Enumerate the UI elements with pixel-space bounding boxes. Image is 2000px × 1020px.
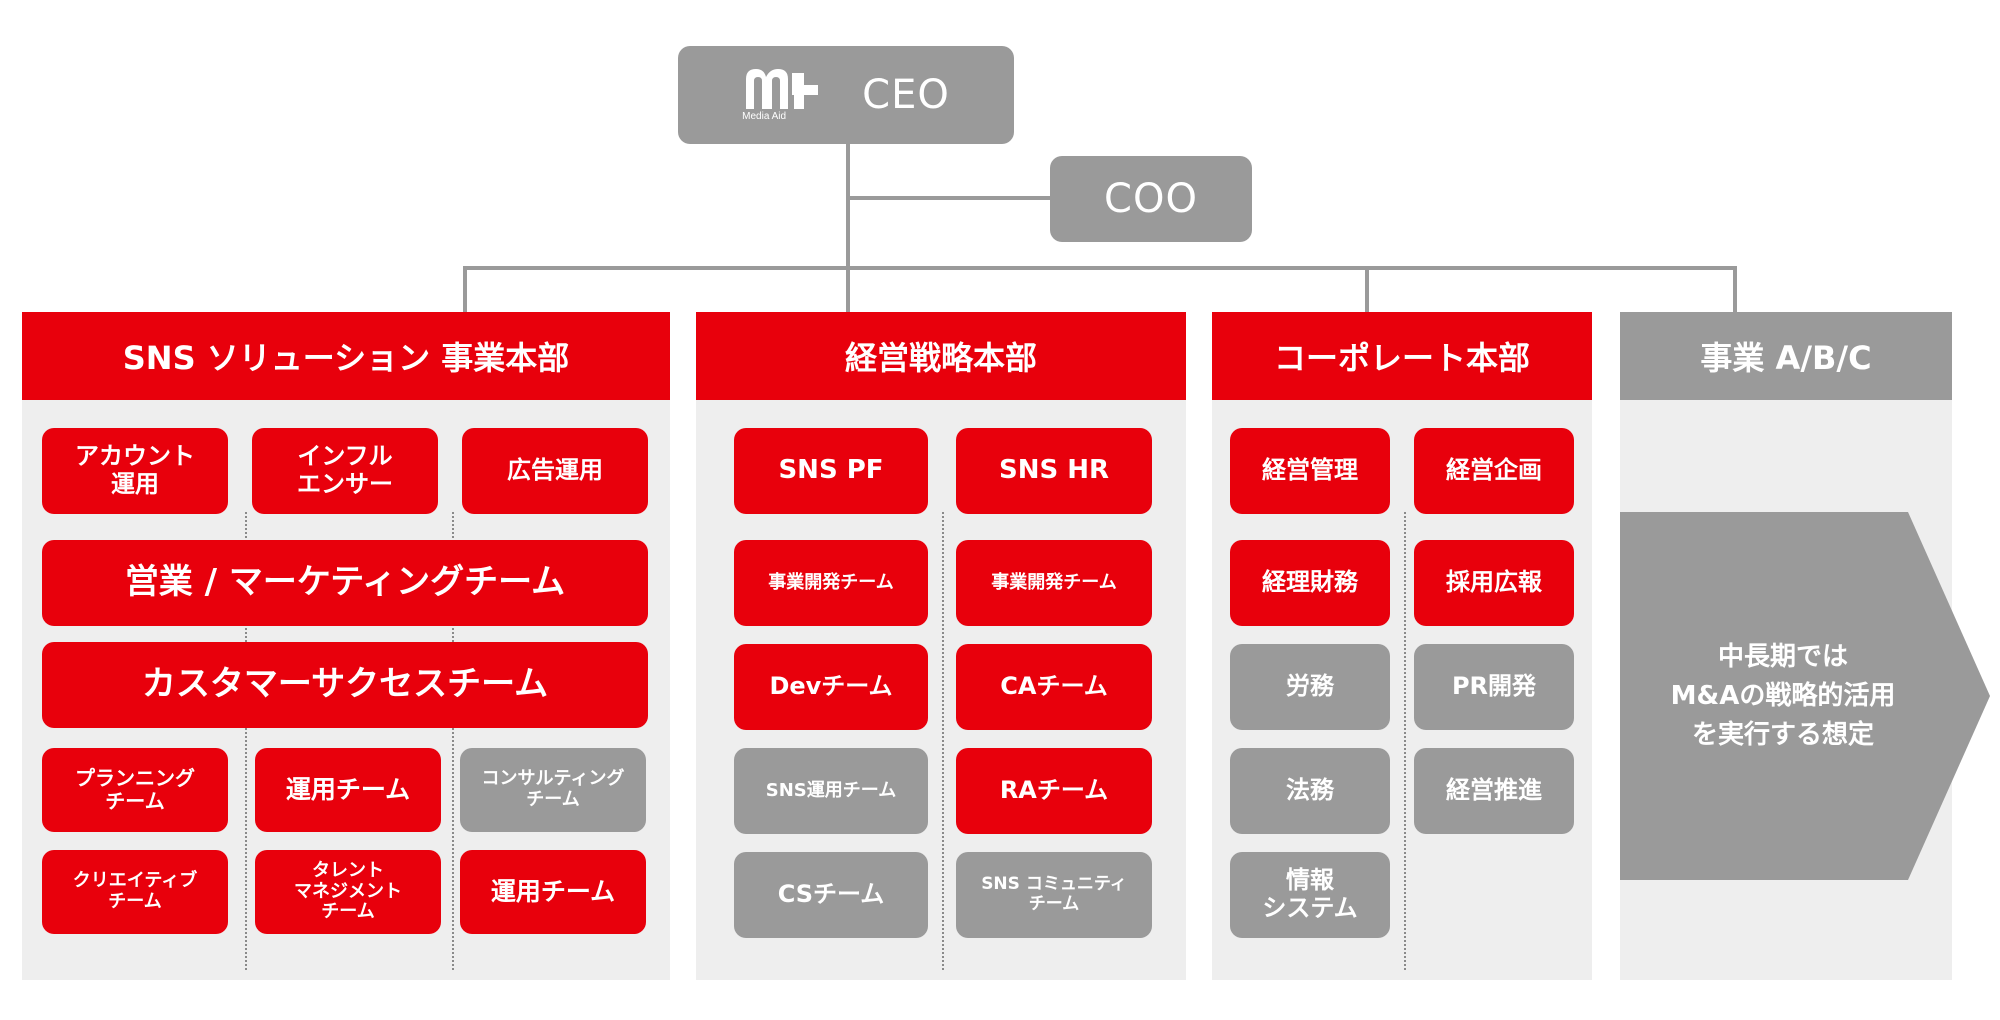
media-aid-m-plus-icon [746,69,819,109]
sns-community-team-box: SNS コミュニティ チーム [956,852,1152,938]
coo-branch-line [846,196,1052,200]
corporate-division-title: コーポレート本部 [1273,339,1530,377]
influencer-box: インフル エンサー [252,428,438,514]
legal-box: 法務 [1230,748,1390,834]
corporate-drop-line [1365,266,1369,312]
mgmt-planning-box: 経営企画 [1414,428,1574,514]
mgmt-promotion-box: 経営推進 [1414,748,1574,834]
planning-team-box: プランニング チーム [42,748,228,832]
business-division-header: 事業 A/B/C [1620,312,1952,400]
coo-box: COO [1050,156,1252,242]
dev-team-box: Devチーム [734,644,928,730]
business-drop-line [1733,266,1737,312]
ca-team-box: CAチーム [956,644,1152,730]
media-aid-logo-text: Media Aid [742,111,787,122]
business-note: 中長期では M&Aの戦略的活用 を実行する想定 [1670,641,1896,750]
consulting-team-box: コンサルティング チーム [460,748,646,832]
labor-box: 労務 [1230,644,1390,730]
ops-team-box-2: 運用チーム [460,850,646,934]
sales-marketing-team-box: 営業 / マーケティングチーム [42,540,648,626]
corporate-divider [1404,512,1406,970]
coo-label: COO [1104,176,1198,222]
info-systems-box: 情報 システム [1230,852,1390,938]
ceo-box: Media Aid CEO [678,46,1014,144]
sns-division-header: SNS ソリューション 事業本部 [22,312,670,400]
bizdev-team-box-right: 事業開発チーム [956,540,1152,626]
ra-team-box: RAチーム [956,748,1152,834]
ops-team-box-1: 運用チーム [255,748,441,832]
strategy-division-header: 経営戦略本部 [696,312,1186,400]
sns-divider-1 [245,512,247,970]
bizdev-team-box-left: 事業開発チーム [734,540,928,626]
sns-pf-box: SNS PF [734,428,928,514]
sns-drop-line [463,266,467,312]
recruiting-pr-box: 採用広報 [1414,540,1574,626]
sns-divider-2 [452,512,454,970]
division-bus-line [463,266,1737,270]
business-division-title: 事業 A/B/C [1700,339,1872,377]
creative-team-box: クリエイティブ チーム [42,850,228,934]
business-arrow-shape [1620,512,1990,880]
accounting-finance-box: 経理財務 [1230,540,1390,626]
ad-ops-box: 広告運用 [462,428,648,514]
pr-development-box: PR開発 [1414,644,1574,730]
corporate-division-header: コーポレート本部 [1212,312,1592,400]
strategy-division-title: 経営戦略本部 [844,339,1037,377]
sns-division-title: SNS ソリューション 事業本部 [122,339,570,377]
mgmt-control-box: 経営管理 [1230,428,1390,514]
strategy-divider [942,512,944,970]
ceo-label: CEO [862,72,950,118]
sns-hr-box: SNS HR [956,428,1152,514]
cs-team-box: CSチーム [734,852,928,938]
ceo-trunk-line [846,142,850,312]
customer-success-team-box: カスタマーサクセスチーム [42,642,648,728]
talent-management-team-box: タレント マネジメント チーム [255,850,441,934]
media-aid-logo: Media Aid [742,65,826,125]
account-ops-box: アカウント 運用 [42,428,228,514]
sns-ops-team-box: SNS運用チーム [734,748,928,834]
